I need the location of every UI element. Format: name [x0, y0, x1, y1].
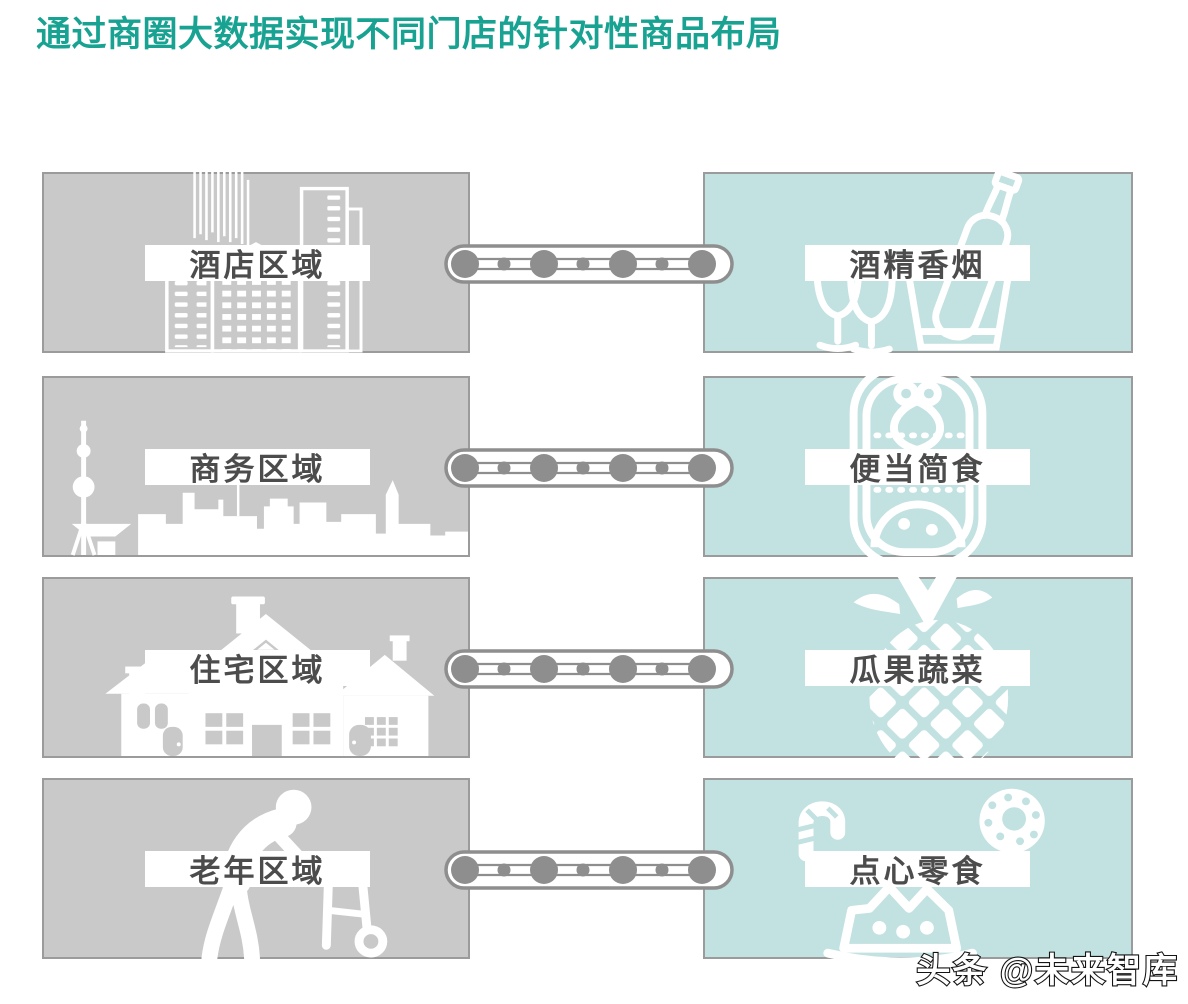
product-box-alcohol: 酒精香烟: [703, 168, 1133, 356]
product-label-band: 瓜果蔬菜: [805, 649, 1030, 688]
area-label-band: 老年区域: [145, 850, 370, 889]
row-elderly: 老年区域: [0, 778, 1188, 967]
dots-link-icon: [444, 850, 734, 890]
product-box-produce: 瓜果蔬菜: [703, 562, 1133, 776]
area-box-elderly: 老年区域: [42, 778, 470, 966]
product-label: 便当简食: [849, 452, 986, 487]
product-label: 酒精香烟: [849, 248, 986, 283]
product-label: 瓜果蔬菜: [849, 653, 986, 688]
area-box-residential: 住宅区域: [42, 577, 470, 758]
watermark: 头条 @未来智库: [915, 951, 1179, 991]
connector-dots: [444, 850, 734, 890]
dots-link-icon: [444, 448, 734, 488]
area-label: 住宅区域: [189, 653, 326, 688]
city-skyline-icon: [70, 420, 468, 556]
area-label-band: 酒店区域: [145, 244, 370, 283]
snacks-icon: [797, 788, 1045, 967]
page-title: 通过商圈大数据实现不同门店的针对性商品布局: [36, 15, 782, 54]
area-label: 商务区域: [189, 452, 326, 487]
area-box-business: 商务区域: [42, 376, 470, 557]
area-box-hotel: 酒店区域: [42, 162, 470, 353]
houses-icon: [105, 596, 435, 756]
area-label: 老年区域: [189, 854, 326, 889]
product-label-band: 酒精香烟: [805, 244, 1030, 283]
row-business: 商务区域: [0, 362, 1188, 569]
dots-link-icon: [444, 244, 734, 284]
product-label-band: 点心零食: [805, 850, 1030, 889]
connector-dots: [444, 448, 734, 488]
watermark-text: 头条 @未来智库: [916, 952, 1179, 990]
connector-dots: [444, 649, 734, 689]
product-box-snacks: 点心零食: [703, 778, 1133, 967]
product-box-bento: 便当简食: [703, 362, 1133, 569]
connector-dots: [444, 244, 734, 284]
product-label: 点心零食: [849, 854, 986, 889]
row-residential: 住宅区域: [0, 562, 1188, 776]
area-label: 酒店区域: [189, 248, 326, 283]
area-label-band: 住宅区域: [145, 649, 370, 688]
product-label-band: 便当简食: [805, 448, 1030, 487]
area-label-band: 商务区域: [145, 448, 370, 487]
row-hotel: 酒店区域: [0, 162, 1188, 356]
dots-link-icon: [444, 649, 734, 689]
